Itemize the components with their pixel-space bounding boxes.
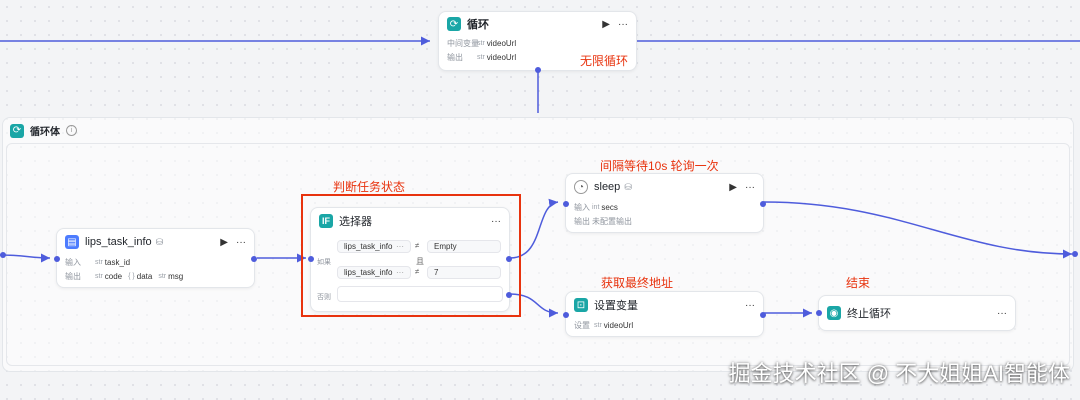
highlight-box [301,194,521,317]
end-loop-node[interactable]: ◉ 终止循环 ··· [816,295,1016,331]
watermark: 掘金技术社区 @ 不大姐姐AI智能体 [728,361,1070,386]
sleep-out-port[interactable] [760,201,766,207]
loop-icon: ⟳ [447,17,461,31]
stop-icon: ◉ [827,306,841,320]
more-menu-icon[interactable]: ··· [236,236,246,248]
clock-icon: ◔ [574,180,588,194]
selector-node[interactable]: IF 选择器 ··· 如果 lips_task_info··· ≠ Empty … [308,207,512,312]
db-icon: ⛁ [624,181,632,192]
more-menu-icon[interactable]: ··· [491,215,501,227]
selector-in-port[interactable] [308,256,314,262]
setvar-out-port[interactable] [760,312,766,318]
lips-output-label: 输出 [65,271,81,281]
run-icon[interactable]: ▶ [729,181,737,193]
db-icon: ⛁ [155,236,164,247]
more-menu-icon[interactable]: ··· [997,307,1007,319]
selector-title: 选择器 [339,216,372,228]
more-menu-icon[interactable]: ··· [745,299,755,311]
wire-selector-to-setvar [509,293,559,318]
setvar-row-label: 设置 [574,320,590,330]
else-out-port[interactable] [506,292,512,298]
else-label: 否则 [317,294,331,301]
wire-sleep-out [763,201,1073,259]
setvar-title: 设置变量 [594,300,638,312]
condition-1-op: ≠ [415,241,420,250]
lips-output-code: code [104,271,123,281]
more-menu-icon[interactable]: ··· [618,18,628,30]
annotation-end: 结束 [846,276,871,290]
annotation-get-final-url: 获取最终地址 [601,276,674,290]
loop-bottom-port[interactable] [535,67,541,73]
sleep-input-value: secs [601,202,618,212]
setvar-in-port[interactable] [563,312,569,318]
if-out-port[interactable] [506,256,512,262]
set-variable-icon: ⊡ [574,298,588,312]
lips-input-label: 输入 [65,257,81,267]
lips-in-port[interactable] [54,256,60,262]
condition-2-op: ≠ [415,267,420,276]
lips-output-msg: msg [168,271,184,281]
end-in-port[interactable] [816,310,822,316]
sleep-output-label: 输出 [574,216,590,226]
sleep-input-label: 输入 [574,202,590,212]
if-label: 如果 [317,259,331,266]
info-circle-icon[interactable]: i [66,125,77,136]
more-menu-icon[interactable]: ··· [745,181,755,193]
loop-body-header: ⟳ 循环体 i [10,123,77,138]
condition-1-left[interactable]: lips_task_info··· [337,240,411,253]
sleep-title: sleep [594,181,621,193]
condition-2-right[interactable]: 7 [427,266,501,279]
condition-2-left[interactable]: lips_task_info··· [337,266,411,279]
annotation-wait-poll: 间隔等待10s 轮询一次 [600,159,719,173]
lips-output-data: data [136,271,153,281]
loop-node-title: 循环 [467,19,489,31]
setvar-row-value: videoUrl [603,320,634,330]
condition-join[interactable]: 且 [416,257,424,266]
loop-icon: ⟳ [10,123,24,138]
loop-body-title: 循环体 [30,127,60,138]
loop-var-label: 中间变量 [447,38,479,48]
lips-out-port[interactable] [251,256,257,262]
annotation-judge-status: 判断任务状态 [333,180,406,194]
if-icon: IF [319,214,333,228]
sleep-in-port[interactable] [563,201,569,207]
loop-output-value: videoUrl [486,52,517,62]
condition-1-right[interactable]: Empty [427,240,501,253]
sleep-output-text: 未配置输出 [592,216,632,226]
loop-output-label: 输出 [447,52,463,62]
lips-input-value: task_id [104,257,131,267]
lips-node-title: lips_task_info [85,236,152,248]
else-branch[interactable] [337,286,503,302]
end-loop-title: 终止循环 [847,308,891,320]
loop-var-value: videoUrl [486,38,517,48]
plugin-icon: ▤ [65,235,79,249]
run-icon[interactable]: ▶ [220,236,228,248]
annotation-infinite-loop: 无限循环 [580,54,629,68]
wire-left-to-lips [0,253,51,263]
run-icon[interactable]: ▶ [602,18,610,30]
